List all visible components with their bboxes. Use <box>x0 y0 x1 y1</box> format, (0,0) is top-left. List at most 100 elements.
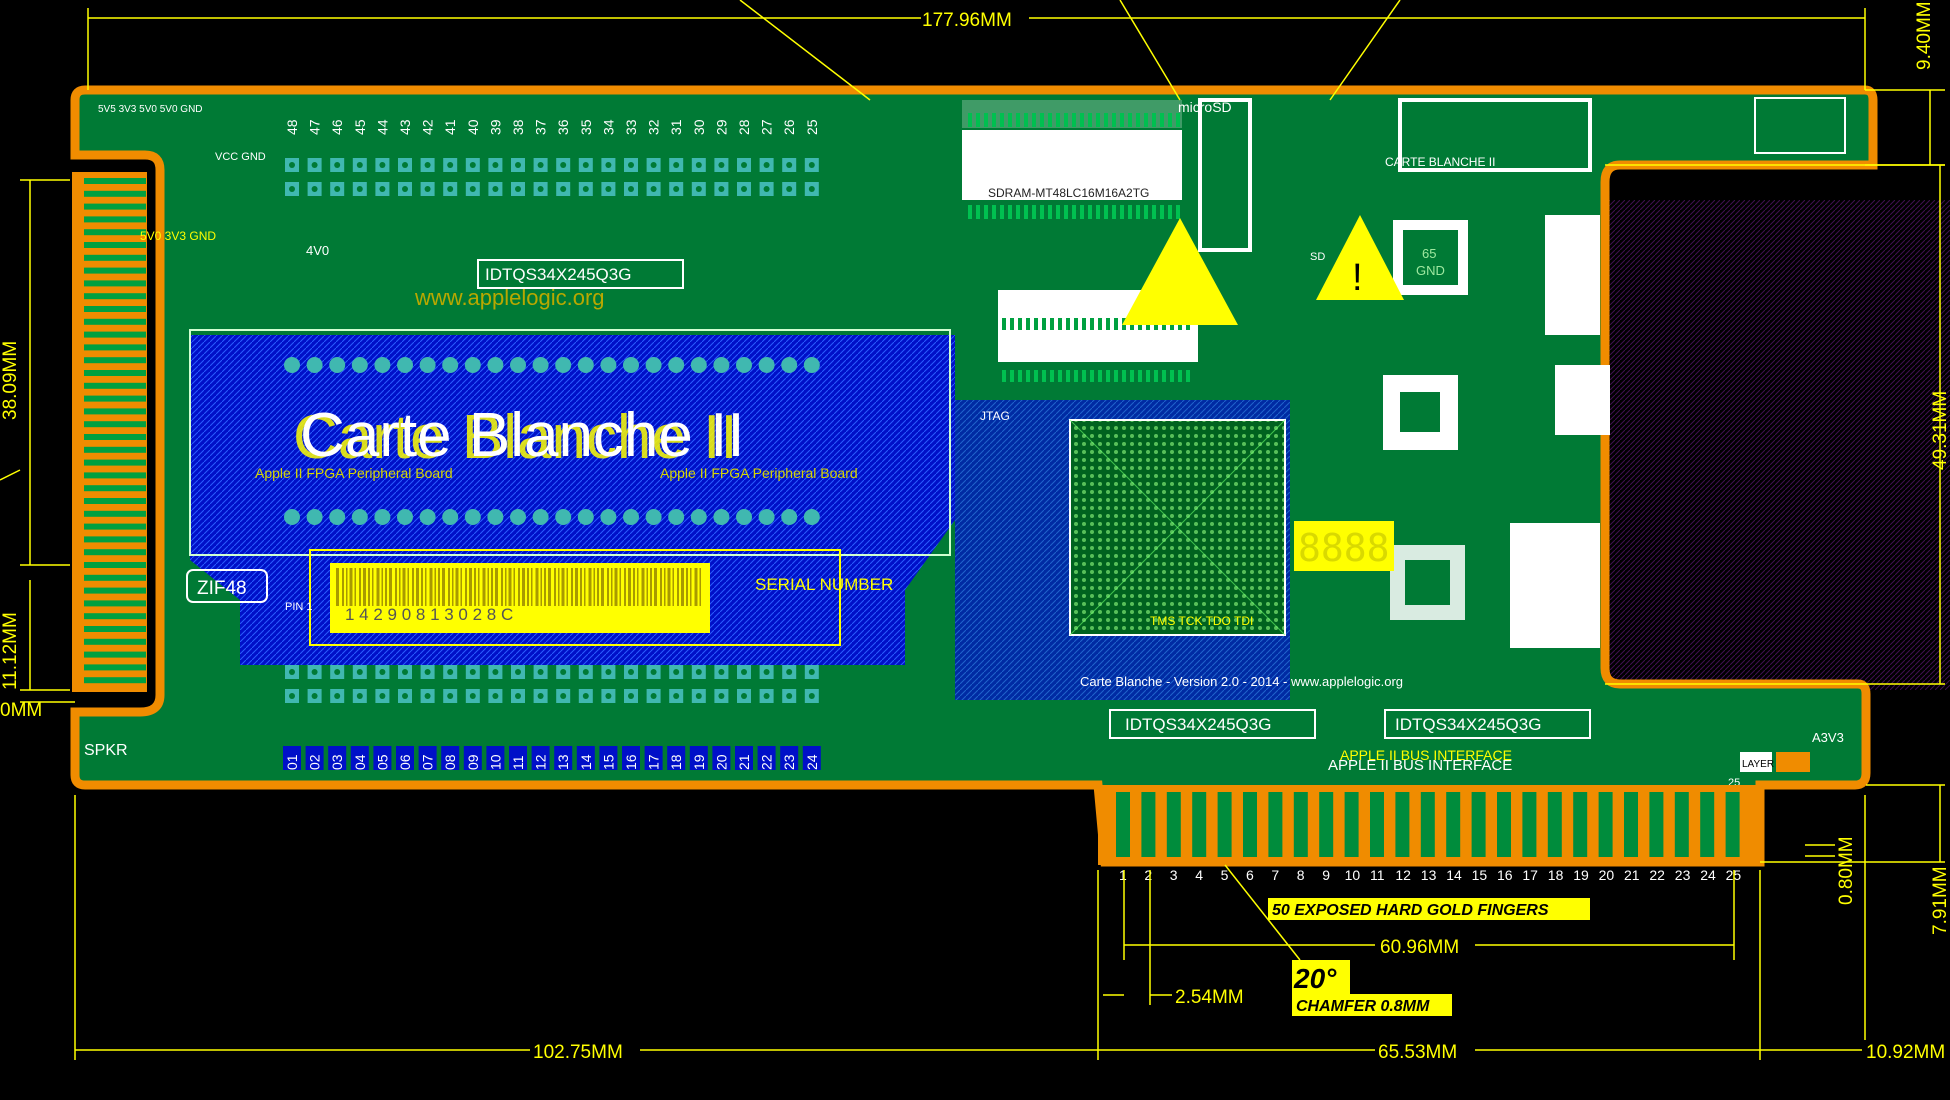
sram-pin <box>1018 370 1022 382</box>
header-pad-hole <box>537 669 544 675</box>
header-pad-hole <box>515 162 521 168</box>
header-bottom-number-bg <box>757 746 776 770</box>
barcode-bar <box>448 568 450 606</box>
left-edge-fingers <box>84 178 146 684</box>
header-pad-hole <box>469 162 476 168</box>
header-bottom-number: 02 <box>307 754 323 770</box>
finger-number: 16 <box>1497 867 1513 883</box>
subtitle-right: Apple II FPGA Peripheral Board <box>660 465 858 481</box>
finger-number: 23 <box>1675 867 1691 883</box>
header-pad-hole <box>763 186 770 192</box>
sram-pin <box>1042 370 1046 382</box>
header-bottom-number: 11 <box>510 755 526 770</box>
barcode-bar <box>346 568 348 606</box>
barcode-bar <box>672 568 674 606</box>
gold-finger <box>1573 792 1588 857</box>
barcode-bar <box>491 568 493 606</box>
header-pad-hole <box>628 186 634 192</box>
zif-pin <box>690 357 707 373</box>
header-pad-hole <box>379 669 386 675</box>
zif-pin <box>645 509 662 525</box>
zif-pin <box>419 509 436 525</box>
gold-finger <box>1268 792 1283 857</box>
finger-number: 6 <box>1246 867 1254 883</box>
barcode-bar <box>465 568 467 606</box>
header-pad-hole <box>741 693 747 699</box>
zif-pin <box>781 509 798 525</box>
barcode-bar <box>624 568 626 606</box>
bus-switch-1 <box>477 259 684 289</box>
header-pad-hole <box>628 693 634 699</box>
header-bottom-number-bg <box>531 746 550 770</box>
header-top-number: 43 <box>397 119 413 135</box>
left-finger <box>84 254 146 261</box>
barcode-bar <box>535 568 539 606</box>
zif-pin <box>803 357 820 373</box>
left-finger <box>84 574 146 581</box>
barcode-bar <box>372 568 374 606</box>
sdram-pin <box>1176 205 1180 219</box>
header-top-number: 47 <box>307 119 323 135</box>
board-title-shadow: Carte Blanche II <box>293 403 738 472</box>
sdram-pin <box>1024 113 1028 127</box>
sdram-pin <box>1016 113 1020 127</box>
barcode-bar <box>421 568 423 606</box>
sdram-pin <box>1144 113 1148 127</box>
header-pad-hole <box>424 186 431 192</box>
barcode-bar <box>614 568 618 606</box>
header-top-number: 48 <box>284 119 300 135</box>
sdram-pin <box>1144 205 1148 219</box>
header-pad-hole <box>718 162 725 168</box>
barcode-bar <box>518 568 520 606</box>
left-finger <box>84 523 146 530</box>
left-finger <box>84 459 146 466</box>
left-finger <box>84 395 146 402</box>
zif-pin <box>374 357 391 373</box>
angle-text: 20° <box>1293 963 1337 994</box>
header-top-number: 38 <box>510 119 526 135</box>
header-pad-hole <box>605 693 612 699</box>
sdram-pin <box>1120 205 1124 219</box>
left-finger <box>84 242 146 248</box>
barcode-bar <box>633 568 635 606</box>
zif-pins <box>284 357 820 525</box>
left-finger <box>84 485 146 492</box>
seven-seg-display <box>1294 521 1394 571</box>
header-pad-hole <box>741 186 747 192</box>
barcode-bar <box>452 568 454 606</box>
header-pad-hole <box>560 669 567 675</box>
header-bottom-number: 08 <box>442 754 458 770</box>
sram-pin <box>1066 370 1070 382</box>
header-pad-hole <box>582 186 589 192</box>
bus-switch-1-label: IDTQS34X245Q3G <box>485 265 631 284</box>
barcode-bar <box>607 568 609 606</box>
sram-pin <box>1090 318 1094 330</box>
header-pad-hole <box>469 693 476 699</box>
header-bottom-number: 22 <box>759 754 775 770</box>
right-logo: CARTE BLANCHE II <box>1385 155 1495 169</box>
barcode-bar <box>527 568 529 606</box>
zif-pin <box>555 509 572 525</box>
header-bottom-number: 10 <box>487 754 503 770</box>
barcode-bar <box>336 568 339 606</box>
sram-pin <box>1058 318 1062 330</box>
header-top-number: 28 <box>736 119 752 135</box>
barcode-bar <box>455 568 459 606</box>
left-finger <box>84 510 146 517</box>
barcode-bar <box>654 568 657 606</box>
dim-pitch: 2.54MM <box>1175 987 1244 1008</box>
sram-pin <box>1090 370 1094 382</box>
zif-pin <box>510 509 526 525</box>
gold-finger <box>1217 792 1232 857</box>
gold-finger <box>1319 792 1334 857</box>
header-pad-hole <box>334 693 341 699</box>
barcode-bar <box>354 568 356 606</box>
sdram-pin <box>1016 205 1020 219</box>
finger-number: 2 <box>1144 867 1152 883</box>
sdram-pin <box>1120 113 1124 127</box>
left-finger <box>84 203 146 210</box>
sram-pin <box>1098 318 1102 330</box>
header-top-number: 44 <box>374 119 390 135</box>
header-pad-hole <box>492 669 499 675</box>
zif-label: ZIF48 <box>197 578 247 599</box>
